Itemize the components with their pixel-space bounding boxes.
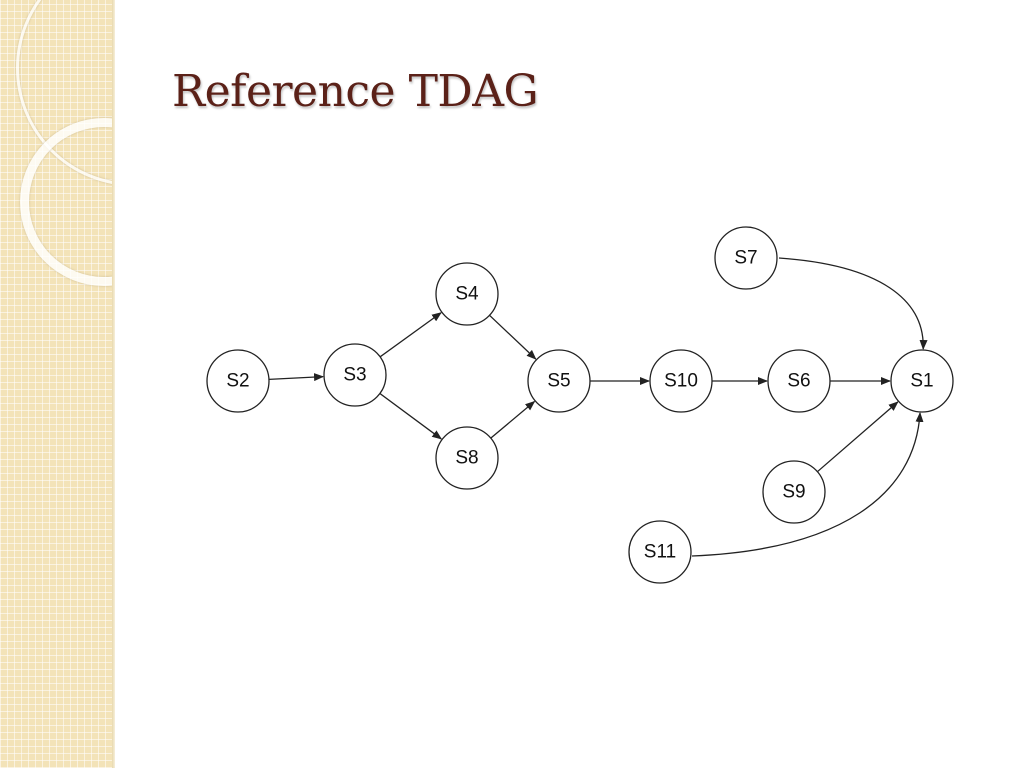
node-label: S11 [644,542,676,563]
node-circle [435,262,499,326]
node-circle [435,426,499,490]
node-label: S2 [226,371,249,392]
node-circle [767,349,831,413]
node-label: S6 [787,371,810,392]
edge-s3-to-s4 [379,312,442,358]
node-s8: S8 [435,426,499,490]
node-circle [649,349,713,413]
node-label: S1 [910,371,933,392]
node-label: S10 [664,371,698,392]
node-s5: S5 [527,349,591,413]
node-s6: S6 [767,349,831,413]
node-label: S5 [547,371,570,392]
node-circle [628,520,692,584]
node-label: S3 [343,365,366,386]
slide-title: Reference TDAG [172,66,539,117]
node-circle [323,343,387,407]
edges-layer [268,257,928,557]
node-label: S9 [782,482,805,503]
node-s3: S3 [323,343,387,407]
edge-s4-to-s5 [489,314,537,360]
node-circle [714,226,778,290]
decorative-side-band [0,0,112,768]
edge-s2-to-s3 [268,373,325,382]
node-label: S7 [734,248,757,269]
node-s10: S10 [649,349,713,413]
edge-s8-to-s5 [490,400,536,439]
side-band-edge [112,0,115,768]
edge-s9-to-s1 [816,401,899,473]
node-circle [890,349,954,413]
node-s2: S2 [206,349,270,413]
edge-s7-to-s1 [778,257,928,351]
node-s9: S9 [762,460,826,524]
node-circle [762,460,826,524]
node-s11: S11 [628,520,692,584]
node-label: S8 [455,448,478,469]
edge-s3-to-s8 [379,392,443,440]
edge-s11-to-s1 [691,411,924,557]
node-circle [527,349,591,413]
node-circle [206,349,270,413]
node-s7: S7 [714,226,778,290]
node-s1: S1 [890,349,954,413]
node-label: S4 [455,284,479,305]
node-s4: S4 [435,262,499,326]
